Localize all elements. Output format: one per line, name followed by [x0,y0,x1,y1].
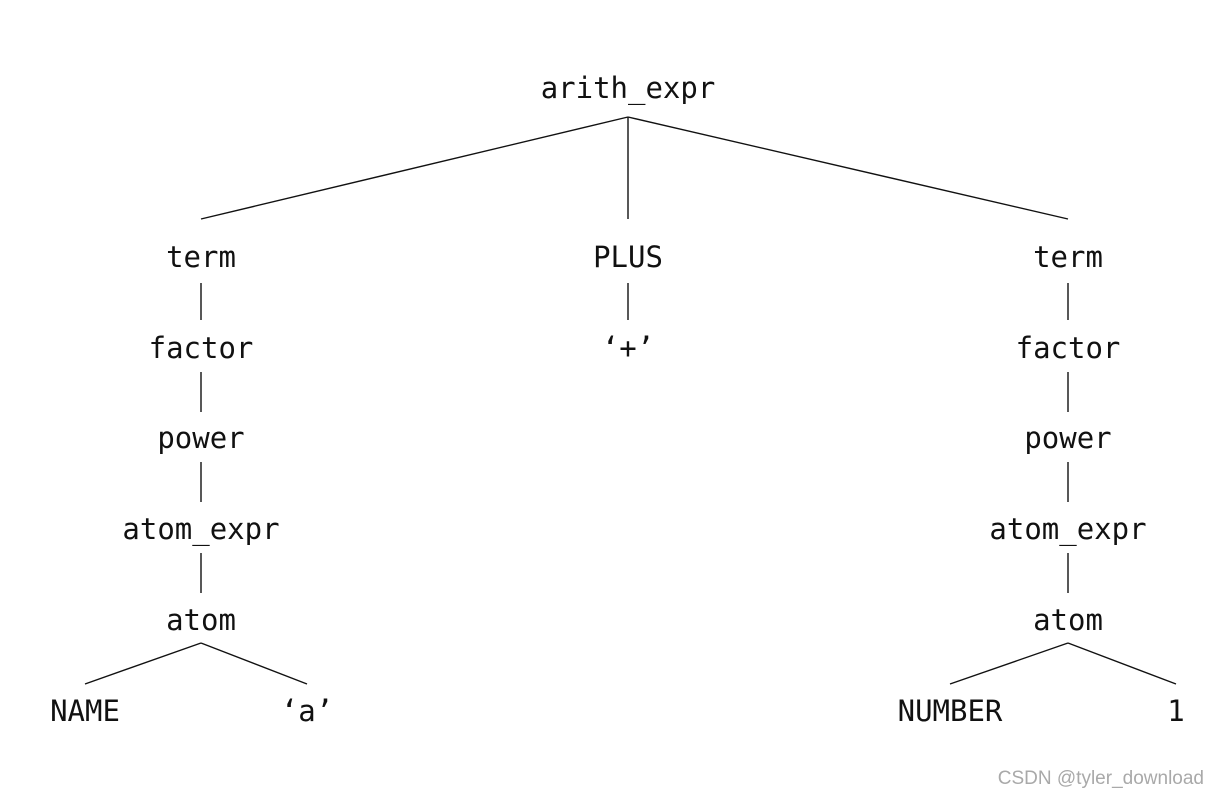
leaf-plus-literal: ‘+’ [602,331,654,365]
node-right-atom: atom [1033,603,1103,637]
edge-right-atom-one [1067,642,1177,685]
watermark: CSDN @tyler_download [997,768,1204,789]
node-plus: PLUS [593,240,663,274]
node-left-atom: atom [166,603,236,637]
node-right-factor: factor [1016,331,1121,365]
node-left-factor: factor [149,331,254,365]
node-left-atom-expr: atom_expr [122,512,279,547]
node-root: arith_expr [541,71,716,106]
leaf-a-literal: ‘a’ [281,694,333,728]
edge-root-right-term [627,116,1069,220]
node-right-term: term [1033,240,1103,274]
leaf-number: NUMBER [898,694,1003,728]
leaf-one: 1 [1167,694,1184,728]
node-right-power: power [1024,421,1111,455]
edge-right-atom-number [949,642,1069,685]
node-left-term: term [166,240,236,274]
edge-left-atom-name [84,642,202,685]
leaf-name: NAME [50,694,120,728]
node-left-power: power [157,421,244,455]
edge-root-left-term [200,116,629,220]
edge-left-atom-a [200,642,308,685]
node-right-atom-expr: atom_expr [989,512,1146,547]
